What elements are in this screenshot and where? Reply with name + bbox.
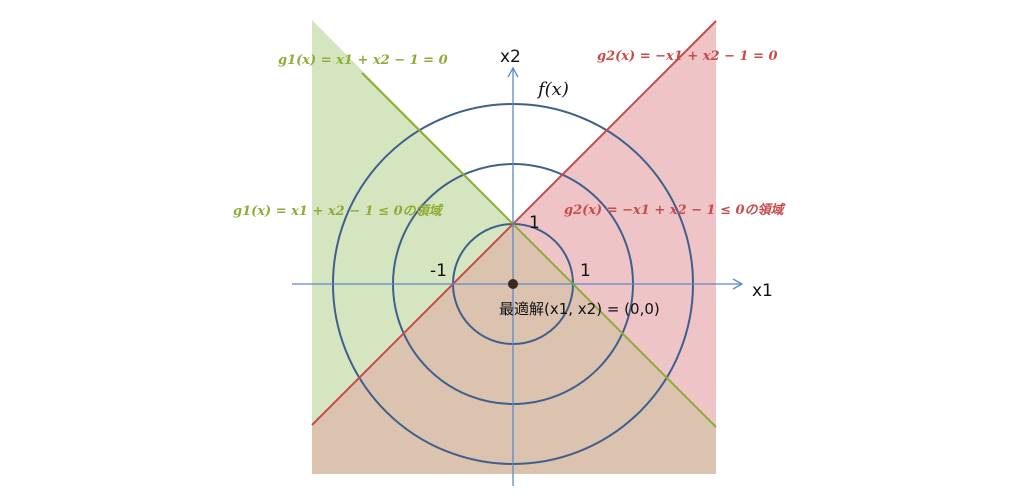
x2-axis-arrow-icon <box>507 66 519 78</box>
objective-function-label: f(x) <box>536 79 569 100</box>
optimum-label: 最適解(x1, x2) = (0,0) <box>499 300 660 318</box>
tick-label-y-one: 1 <box>529 213 540 233</box>
g2-boundary-line <box>311 20 717 426</box>
x1-axis-label: x1 <box>752 281 773 301</box>
x1-axis-arrow-icon <box>732 278 744 290</box>
g2-region-label: g2(x) = −x1 + x2 − 1 ≤ 0の領域 <box>564 202 786 218</box>
tick-label-x-one: 1 <box>580 261 591 281</box>
g1-region-label: g1(x) = x1 + x2 − 1 ≤ 0の領域 <box>233 203 444 219</box>
x2-axis-label: x2 <box>500 47 521 67</box>
g1-boundary-line <box>361 72 717 428</box>
g2-equation-label: g2(x) = −x1 + x2 − 1 = 0 <box>597 49 778 64</box>
feasible-intersection-region <box>312 224 716 474</box>
tick-label-x-minus-one: -1 <box>430 261 447 281</box>
optimum-point <box>508 279 518 289</box>
g1-equation-label: g1(x) = x1 + x2 − 1 = 0 <box>278 53 448 68</box>
